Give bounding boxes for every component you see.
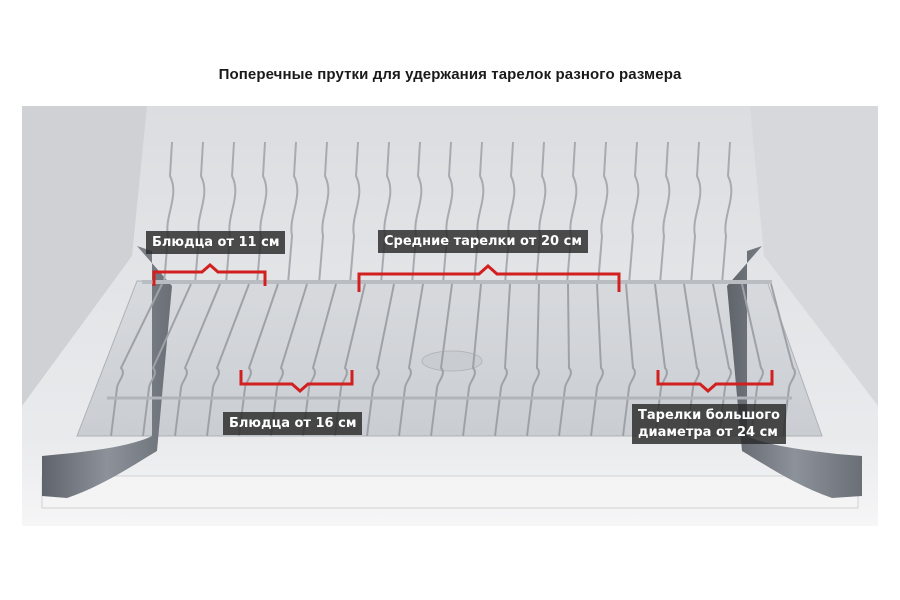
page-title: Поперечные прутки для удержания тарелок …: [218, 66, 682, 83]
bracket-saucers-16: [239, 370, 354, 393]
label-saucers-16: Блюдца от 16 см: [223, 412, 363, 435]
back-wire: [628, 141, 640, 285]
back-wire: [659, 141, 671, 285]
back-wire: [287, 141, 299, 285]
front-wire: [142, 283, 192, 437]
cabinet-right-wall: [750, 106, 878, 406]
label-plates-20: Средние тарелки от 20 см: [378, 230, 588, 253]
front-wire: [654, 283, 668, 437]
front-wire: [462, 283, 482, 437]
back-wire: [721, 141, 733, 285]
front-wire: [683, 283, 700, 437]
right-frame: [727, 246, 862, 498]
label-saucers-11: Блюдца от 11 см: [146, 231, 286, 254]
front-wire: [494, 283, 511, 437]
front-wire: [174, 283, 221, 437]
front-wire: [590, 283, 604, 437]
front-wire: [270, 283, 308, 437]
front-wire: [770, 283, 796, 437]
tray-drain: [421, 350, 483, 372]
front-wire: [712, 283, 732, 437]
back-wire: [690, 141, 702, 285]
front-wire: [110, 283, 163, 437]
bracket-large-plates: [656, 370, 774, 393]
back-wire: [597, 141, 609, 285]
dish-rack-photo: [22, 106, 878, 526]
front-wire: [302, 283, 337, 437]
front-wires: [110, 283, 796, 437]
front-wire: [366, 283, 395, 437]
shelf-front-edge: [41, 475, 859, 509]
label-large-line2: диаметра от 24 см: [638, 425, 778, 440]
front-wire: [622, 283, 636, 437]
cabinet-left-wall: [22, 106, 147, 406]
back-wire: [349, 141, 361, 285]
bracket-saucers-11: [152, 263, 267, 286]
front-wire: [238, 283, 279, 437]
front-wire: [398, 283, 424, 437]
front-wire: [334, 283, 366, 437]
front-wire: [558, 283, 572, 437]
front-wire: [526, 283, 540, 437]
front-wire: [430, 283, 453, 437]
label-large-line1: Тарелки большого: [638, 408, 780, 423]
back-wire: [318, 141, 330, 285]
front-wire: [206, 283, 250, 437]
label-large-plates: Тарелки большого диаметра от 24 см: [632, 404, 786, 444]
front-wire: [741, 283, 764, 437]
bracket-plates-20: [357, 263, 621, 292]
